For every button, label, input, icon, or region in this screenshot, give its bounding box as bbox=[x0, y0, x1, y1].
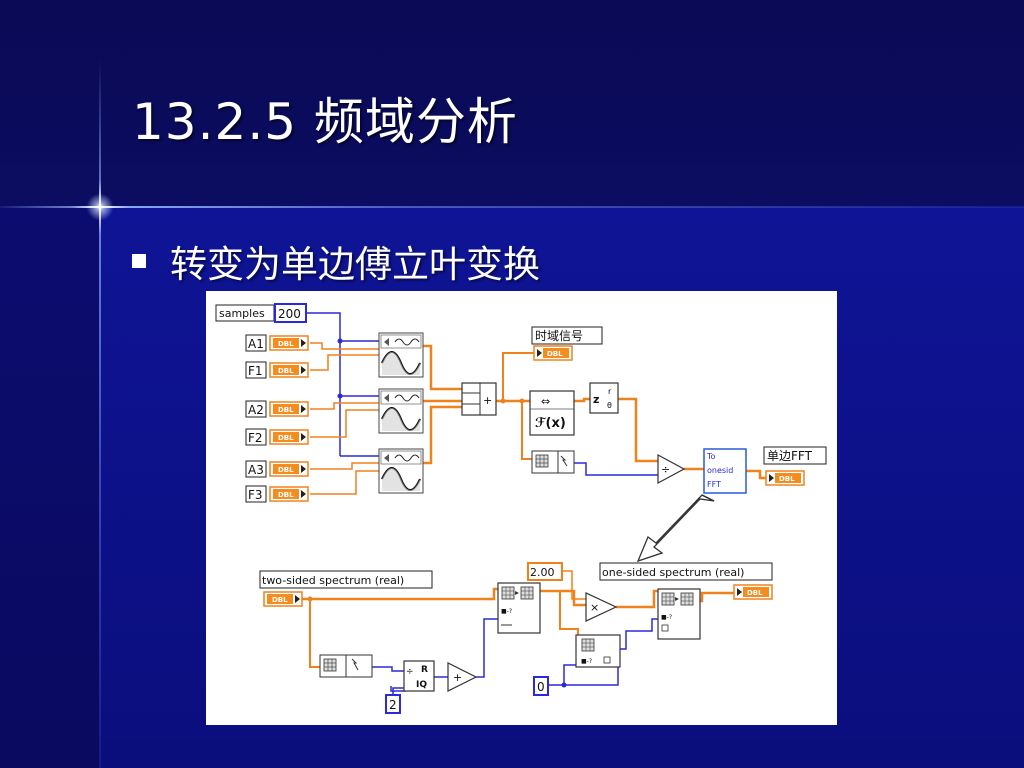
constant-2-00[interactable]: 2.00 bbox=[527, 562, 563, 581]
multiply-node[interactable]: × bbox=[585, 592, 618, 622]
svg-text:z: z bbox=[593, 393, 599, 406]
svg-text:θ: θ bbox=[607, 401, 612, 410]
svg-text:DBL: DBL bbox=[547, 350, 563, 358]
svg-text:DBL: DBL bbox=[278, 434, 294, 442]
constant-0[interactable]: 0 bbox=[533, 676, 549, 696]
svg-text:F2: F2 bbox=[248, 431, 263, 445]
svg-text:■-?: ■-? bbox=[661, 614, 672, 621]
svg-text:×: × bbox=[590, 601, 599, 614]
svg-text:DBL: DBL bbox=[278, 367, 294, 375]
one-sided-spectrum-indicator[interactable]: one-sided spectrum (real) DBL bbox=[599, 562, 773, 600]
svg-text:onesid: onesid bbox=[707, 466, 733, 475]
svg-text:A3: A3 bbox=[248, 463, 264, 477]
top-wires bbox=[306, 312, 768, 495]
svg-text:IQ: IQ bbox=[416, 680, 427, 690]
svg-text:DBL: DBL bbox=[779, 475, 795, 483]
decorative-horizontal-line bbox=[0, 206, 1024, 208]
index-array-node[interactable]: ■-? bbox=[575, 634, 621, 668]
complex-to-polar-node[interactable]: z r θ bbox=[589, 382, 619, 414]
svg-text:2: 2 bbox=[389, 698, 397, 712]
svg-text:÷: ÷ bbox=[406, 667, 414, 677]
svg-text:r: r bbox=[608, 387, 612, 396]
svg-text:■-?: ■-? bbox=[581, 658, 592, 665]
sine-generator-2[interactable] bbox=[378, 388, 424, 434]
svg-text:+: + bbox=[483, 394, 492, 407]
svg-text:■-?: ■-? bbox=[501, 608, 512, 615]
samples-constant[interactable]: samples 200 bbox=[215, 303, 307, 323]
control-f1[interactable]: F1 DBL bbox=[245, 361, 309, 379]
svg-text:ℱ(x): ℱ(x) bbox=[535, 416, 566, 431]
svg-text:FFT: FFT bbox=[707, 480, 721, 489]
array-size-node-bottom[interactable] bbox=[319, 654, 373, 678]
svg-text:F1: F1 bbox=[248, 364, 263, 378]
svg-text:A2: A2 bbox=[248, 403, 264, 417]
control-f2[interactable]: F2 DBL bbox=[245, 428, 309, 446]
svg-text:单边FFT: 单边FFT bbox=[767, 449, 813, 463]
svg-text:DBL: DBL bbox=[278, 406, 294, 414]
svg-text:DBL: DBL bbox=[278, 491, 294, 499]
svg-text:DBL: DBL bbox=[272, 596, 288, 604]
replace-array-subset-node[interactable]: ■-? bbox=[657, 588, 701, 640]
svg-text:DBL: DBL bbox=[278, 340, 294, 348]
svg-text:0: 0 bbox=[537, 680, 545, 694]
to-onesided-fft-subvi[interactable]: To onesid FFT bbox=[703, 448, 747, 494]
svg-text:÷: ÷ bbox=[661, 463, 670, 476]
svg-text:2.00: 2.00 bbox=[530, 566, 555, 579]
svg-text:A1: A1 bbox=[248, 337, 264, 351]
zoom-arrow-icon bbox=[636, 494, 715, 563]
bullet-text: 转变为单边傅立叶变换 bbox=[170, 243, 540, 286]
samples-label: samples bbox=[219, 307, 265, 320]
quotient-remainder-node[interactable]: ÷ R IQ bbox=[403, 660, 435, 692]
array-subset-node[interactable]: ■-? bbox=[497, 582, 541, 634]
two-sided-spectrum-control[interactable]: two-sided spectrum (real) DBL bbox=[259, 570, 433, 607]
slide-title: 13.2.5 频域分析 bbox=[132, 93, 518, 151]
svg-text:R: R bbox=[421, 665, 428, 675]
svg-text:To: To bbox=[706, 452, 716, 461]
left-band bbox=[0, 207, 100, 768]
samples-value: 200 bbox=[278, 307, 301, 321]
sine-generator-1[interactable] bbox=[378, 332, 424, 378]
array-size-node[interactable] bbox=[531, 450, 575, 474]
compound-add-node[interactable]: + bbox=[461, 382, 497, 416]
decorative-vertical-line bbox=[99, 60, 101, 768]
svg-text:DBL: DBL bbox=[747, 589, 763, 597]
svg-text:DBL: DBL bbox=[278, 466, 294, 474]
control-a1[interactable]: A1 DBL bbox=[245, 334, 309, 352]
time-signal-indicator[interactable]: 时域信号 DBL bbox=[531, 326, 603, 361]
single-sided-fft-indicator[interactable]: 单边FFT DBL bbox=[763, 446, 827, 486]
control-a2[interactable]: A2 DBL bbox=[245, 400, 309, 418]
wire-constant-2 bbox=[392, 687, 404, 695]
svg-text:时域信号: 时域信号 bbox=[535, 329, 583, 343]
svg-text:⇔: ⇔ bbox=[541, 395, 550, 408]
increment-node[interactable]: + bbox=[447, 662, 478, 692]
sine-generator-3[interactable] bbox=[378, 448, 424, 494]
svg-text:+: + bbox=[453, 671, 462, 684]
svg-text:F3: F3 bbox=[248, 488, 263, 502]
bullet-square-icon bbox=[132, 254, 146, 268]
constant-2[interactable]: 2 bbox=[385, 694, 401, 714]
sparkle-ray-horizontal bbox=[72, 206, 128, 208]
svg-text:two-sided spectrum (real): two-sided spectrum (real) bbox=[262, 574, 404, 587]
control-a3[interactable]: A3 DBL bbox=[245, 460, 309, 478]
control-f3[interactable]: F3 DBL bbox=[245, 485, 309, 503]
svg-text:one-sided spectrum (real): one-sided spectrum (real) bbox=[602, 566, 744, 579]
labview-block-diagram: samples 200 A1 DBL F1 DBL A2 DBL F2 DBL … bbox=[206, 291, 837, 725]
title-band bbox=[0, 0, 1024, 207]
divide-node[interactable]: ÷ bbox=[657, 453, 686, 485]
fft-node[interactable]: ⇔ ℱ(x) bbox=[529, 390, 575, 436]
